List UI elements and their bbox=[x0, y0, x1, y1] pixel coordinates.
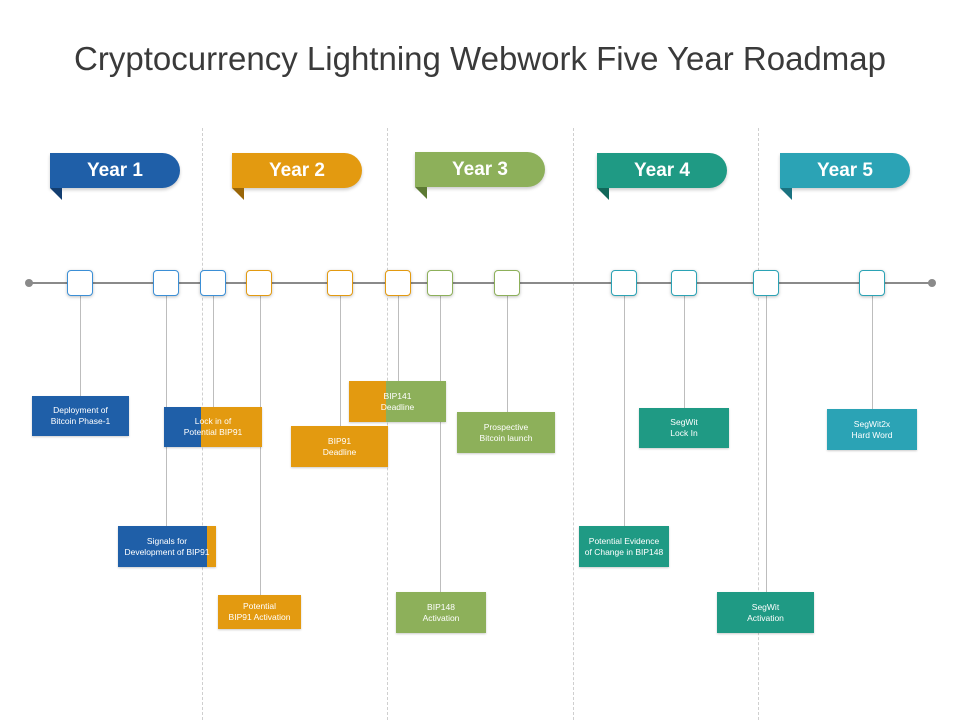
year-label: Year 3 bbox=[452, 159, 508, 180]
year-5-banner: Year 5 bbox=[780, 153, 910, 200]
connector-line bbox=[213, 296, 214, 407]
year-label: Year 1 bbox=[87, 160, 143, 181]
page-title: Cryptocurrency Lightning Webwork Five Ye… bbox=[74, 40, 886, 77]
timeline-marker bbox=[671, 270, 697, 296]
milestone-card: Signals for Development of BIP91 bbox=[118, 526, 216, 567]
connector-line bbox=[398, 296, 399, 381]
timeline-marker bbox=[67, 270, 93, 296]
milestone-card: SegWit2x Hard Word bbox=[827, 409, 917, 450]
milestone-card: Deployment of Bitcoin Phase-1 bbox=[32, 396, 129, 436]
connector-line bbox=[766, 296, 767, 592]
year-label: Year 2 bbox=[269, 160, 325, 181]
timeline-marker bbox=[246, 270, 272, 296]
connector-line bbox=[507, 296, 508, 412]
milestone-card: SegWit Lock In bbox=[639, 408, 729, 448]
connector-line bbox=[80, 296, 81, 396]
column-divider bbox=[387, 128, 388, 720]
column-divider bbox=[573, 128, 574, 720]
timeline-start-dot bbox=[25, 279, 33, 287]
year-label: Year 4 bbox=[634, 160, 690, 181]
year-2-banner: Year 2 bbox=[232, 153, 362, 200]
year-label: Year 5 bbox=[817, 160, 873, 181]
milestone-card: Potential Evidence of Change in BIP148 bbox=[579, 526, 669, 567]
connector-line bbox=[872, 296, 873, 409]
timeline-marker bbox=[200, 270, 226, 296]
year-4-banner: Year 4 bbox=[597, 153, 727, 200]
connector-line bbox=[684, 296, 685, 408]
timeline-marker bbox=[385, 270, 411, 296]
timeline-marker bbox=[611, 270, 637, 296]
connector-line bbox=[340, 296, 341, 426]
timeline-end-dot bbox=[928, 279, 936, 287]
milestone-card: Potential BIP91 Activation bbox=[218, 595, 301, 629]
milestone-card: BIP91 Deadline bbox=[291, 426, 388, 467]
year-1-banner: Year 1 bbox=[50, 153, 180, 200]
year-3-banner: Year 3 bbox=[415, 152, 545, 199]
milestone-card: SegWit Activation bbox=[717, 592, 814, 633]
timeline-marker bbox=[859, 270, 885, 296]
milestone-card: BIP148 Activation bbox=[396, 592, 486, 633]
milestone-card: Lock in of Potential BIP91 bbox=[164, 407, 262, 447]
milestone-card: BIP141 Deadline bbox=[349, 381, 446, 422]
timeline-marker bbox=[153, 270, 179, 296]
timeline-axis bbox=[28, 282, 932, 284]
connector-line bbox=[624, 296, 625, 526]
timeline-marker bbox=[427, 270, 453, 296]
milestone-card: Prospective Bitcoin launch bbox=[457, 412, 555, 453]
timeline-marker bbox=[494, 270, 520, 296]
column-divider bbox=[758, 128, 759, 720]
connector-line bbox=[440, 296, 441, 592]
timeline-marker bbox=[753, 270, 779, 296]
timeline-marker bbox=[327, 270, 353, 296]
